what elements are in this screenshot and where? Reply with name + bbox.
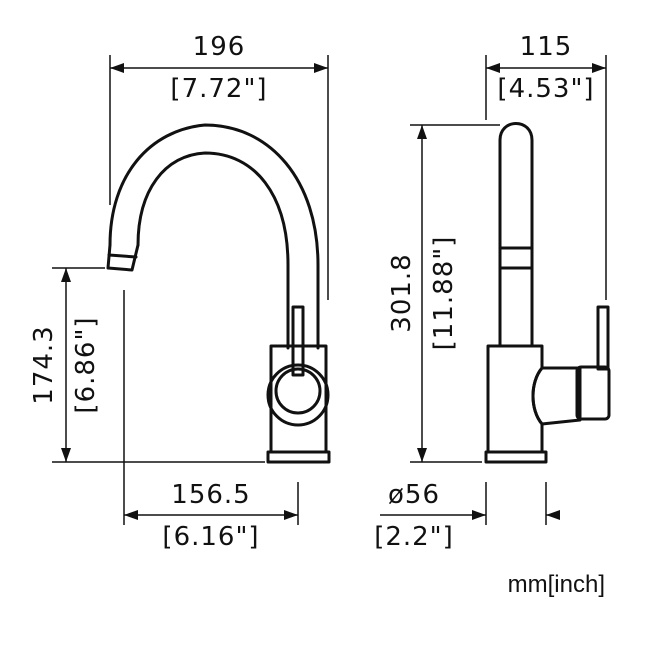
front-width-mm: 196 bbox=[193, 32, 246, 62]
side-base-dimension: ø56 [2.2"] bbox=[374, 480, 560, 552]
side-width-inch: [4.53"] bbox=[497, 74, 594, 104]
front-reach-mm: 156.5 bbox=[171, 480, 250, 510]
front-width-inch: [7.72"] bbox=[170, 74, 267, 104]
side-base-mm: ø56 bbox=[388, 480, 440, 510]
side-height-mm: 301.8 bbox=[387, 253, 417, 332]
front-handle-hub-inner bbox=[274, 367, 322, 415]
side-height-inch: [11.88"] bbox=[429, 236, 459, 351]
front-spout-inner bbox=[136, 151, 290, 350]
side-handle-cap bbox=[575, 365, 611, 421]
side-width-mm: 115 bbox=[520, 32, 573, 62]
front-reach-dimension: 156.5 [6.16"] bbox=[123, 290, 299, 552]
front-height-dimension: 174.3 [6.86"] bbox=[29, 267, 265, 463]
side-spout bbox=[498, 122, 534, 347]
front-view bbox=[106, 123, 331, 464]
front-width-dimension: 196 [7.72"] bbox=[109, 32, 329, 300]
side-width-dimension: 115 [4.53"] bbox=[485, 32, 607, 300]
front-reach-inch: [6.16"] bbox=[162, 522, 259, 552]
side-handle-lever bbox=[596, 305, 610, 371]
side-handle bbox=[531, 366, 582, 426]
front-spout-outer bbox=[108, 123, 320, 350]
side-view bbox=[484, 122, 611, 464]
side-base-plate bbox=[484, 450, 548, 464]
front-base-plate bbox=[266, 450, 331, 464]
side-height-dimension: 301.8 [11.88"] bbox=[387, 124, 500, 463]
side-base-inch: [2.2"] bbox=[374, 522, 454, 552]
front-handle-lever bbox=[291, 305, 305, 377]
units-label: mm[inch] bbox=[508, 571, 605, 598]
front-height-inch: [6.86"] bbox=[71, 316, 101, 413]
front-handle-hub-outer bbox=[266, 363, 330, 427]
front-spout-tip-ring bbox=[107, 253, 138, 259]
front-height-mm: 174.3 bbox=[29, 325, 59, 404]
